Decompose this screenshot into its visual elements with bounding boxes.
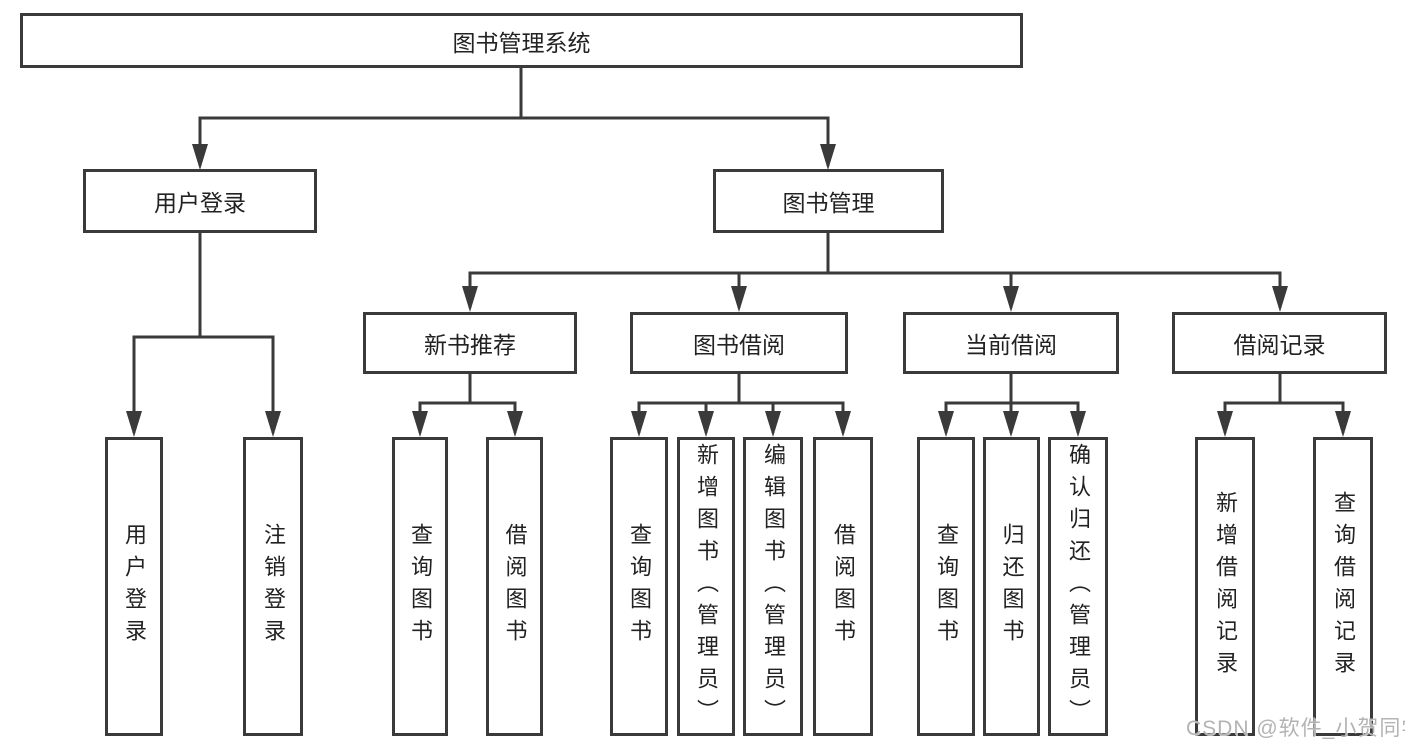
leaf-add-borrow-record: 新增借阅记录 — [1195, 437, 1255, 736]
leaf-edit-books-admin-label: 编辑图书（管理员） — [761, 442, 786, 731]
leaf-newbook-borrow-books: 借阅图书 — [486, 437, 543, 736]
leaf-borrowing-borrow-books: 借阅图书 — [813, 437, 873, 736]
arrow-down-icon — [938, 411, 954, 437]
leaf-edit-books-admin: 编辑图书（管理员） — [743, 437, 803, 736]
leaf-query-borrow-record-label: 查询借阅记录 — [1331, 490, 1356, 683]
arrow-down-icon — [631, 411, 647, 437]
node-new-book-recommend: 新书推荐 — [363, 312, 577, 374]
leaf-add-books-admin-label: 新增图书（管理员） — [694, 442, 719, 731]
arrow-down-icon — [1217, 411, 1233, 437]
connector-newbook-to-leaves — [418, 374, 517, 433]
arrow-down-icon — [265, 411, 281, 437]
node-current-borrowing: 当前借阅 — [903, 312, 1119, 374]
leaf-query-borrow-record: 查询借阅记录 — [1313, 437, 1373, 736]
arrow-down-icon — [462, 286, 478, 312]
node-book-borrowing: 图书借阅 — [630, 312, 848, 374]
leaf-return-books: 归还图书 — [983, 437, 1040, 736]
csdn-watermark: CSDN @软件_小贺同学 — [1186, 717, 1405, 740]
connector-root-to-level2 — [198, 68, 830, 166]
node-borrowing-records-label: 借阅记录 — [1233, 332, 1326, 358]
node-book-management: 图书管理 — [713, 169, 944, 233]
leaf-borrowing-query-books: 查询图书 — [610, 437, 668, 736]
arrow-down-icon — [1070, 411, 1086, 437]
leaf-borrowing-query-books-label: 查询图书 — [627, 522, 652, 651]
arrow-down-icon — [126, 411, 142, 437]
leaf-current-query-books: 查询图书 — [917, 437, 975, 736]
leaf-confirm-return-admin: 确认归还（管理员） — [1048, 437, 1108, 736]
node-new-book-recommend-label: 新书推荐 — [424, 332, 516, 358]
arrow-down-icon — [765, 411, 781, 437]
arrow-down-icon — [1272, 286, 1288, 312]
node-user-login: 用户登录 — [83, 169, 317, 233]
arrow-down-icon — [1003, 286, 1019, 312]
node-book-management-label: 图书管理 — [782, 190, 875, 216]
leaf-confirm-return-admin-label: 确认归还（管理员） — [1066, 442, 1091, 731]
arrow-down-icon — [1335, 411, 1351, 437]
arrow-down-icon — [1003, 411, 1019, 437]
connector-borrowing-to-leaves — [637, 374, 845, 433]
leaf-borrowing-borrow-books-label: 借阅图书 — [831, 522, 856, 651]
connector-bookmgmt-to-sections — [468, 233, 1282, 308]
leaf-logout: 注销登录 — [243, 437, 303, 736]
leaf-logout-label: 注销登录 — [261, 522, 286, 651]
arrow-down-icon — [731, 286, 747, 312]
leaf-add-books-admin: 新增图书（管理员） — [677, 437, 735, 736]
arrow-down-icon — [835, 411, 851, 437]
node-root-label: 图书管理系统 — [452, 29, 591, 56]
arrow-down-icon — [192, 144, 208, 170]
node-borrowing-records: 借阅记录 — [1172, 312, 1387, 374]
leaf-user-login-label: 用户登录 — [122, 522, 147, 651]
leaf-user-login: 用户登录 — [105, 437, 163, 736]
connector-userlogin-to-leaves — [132, 233, 275, 433]
leaf-newbook-query-books-label: 查询图书 — [408, 522, 433, 651]
node-current-borrowing-label: 当前借阅 — [965, 332, 1057, 358]
arrow-down-icon — [820, 144, 836, 170]
arrow-down-icon — [412, 411, 428, 437]
arrow-down-icon — [698, 411, 714, 437]
leaf-newbook-borrow-books-label: 借阅图书 — [502, 522, 528, 651]
leaf-newbook-query-books: 查询图书 — [392, 437, 448, 736]
leaf-current-query-books-label: 查询图书 — [934, 522, 959, 651]
node-user-login-label: 用户登录 — [154, 190, 246, 216]
leaf-add-borrow-record-label: 新增借阅记录 — [1213, 490, 1238, 683]
node-root: 图书管理系统 — [20, 13, 1023, 68]
leaf-return-books-label: 归还图书 — [999, 522, 1025, 651]
node-book-borrowing-label: 图书借阅 — [693, 332, 785, 358]
connector-records-to-leaves — [1223, 374, 1345, 433]
arrow-down-icon — [507, 411, 523, 437]
